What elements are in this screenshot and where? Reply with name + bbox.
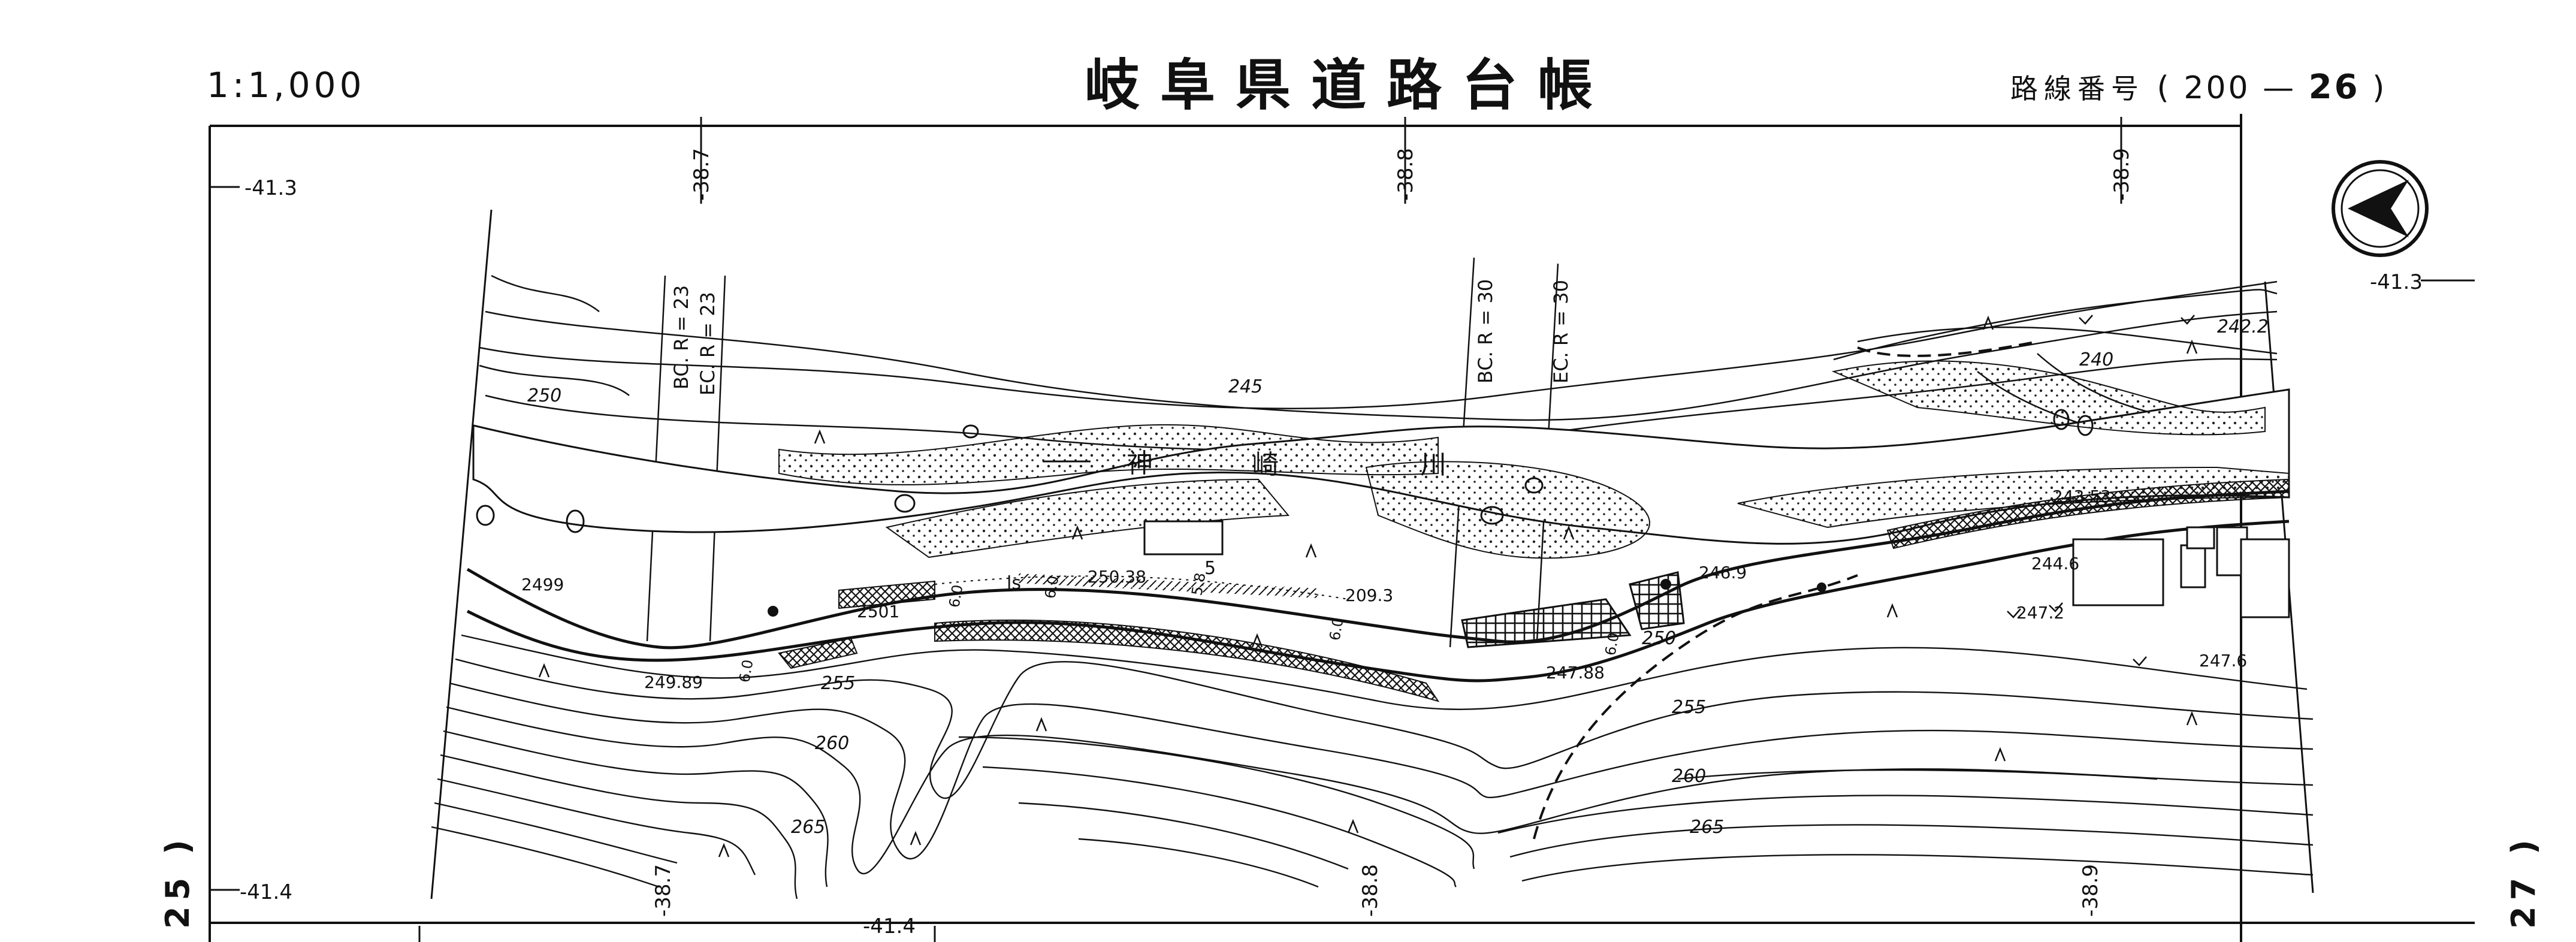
elev-250-38: 250.38 [1088,567,1146,587]
width-6: 6.0 [1602,632,1622,657]
width-3: 6.0 [1041,575,1062,600]
elev-209-3: 209.3 [1345,585,1393,605]
north-arrow-icon [2332,160,2429,257]
route-number-label: 路線番号 ( 200 — 26 ) [2010,67,2387,107]
north-bank-contours [479,274,2278,451]
building-6 [2186,526,2215,550]
width-1: 6.0 [736,659,756,684]
elev-247-6: 247.6 [2199,651,2247,671]
elev-246-9: 246.9 [1699,563,1747,582]
mark-wall: 5 [1204,558,1216,579]
width-4: 6.0 [1326,617,1346,642]
route-close-paren: ) [2372,70,2387,106]
elev-2501: 2501 [857,602,899,621]
mark-ls: ls [1007,573,1021,594]
river-name-char-2: 崎 [1252,449,1279,480]
grid-coordinates: -41.3 -41.4 -41.3 -41.4 -38.7 -38.8 -38.… [240,148,2423,938]
building-1 [1143,520,1224,555]
elev-249-89: 249.89 [644,672,703,692]
map-scale: 1:1,000 [207,65,366,105]
river-name-char-3: 川 [1420,449,1446,480]
bc-label-2: BC. R = 30 [1474,279,1497,384]
boundary-left [430,209,493,899]
ec-label-2: EC. R = 30 [1550,280,1572,384]
elev-247-2: 247.2 [2016,603,2064,623]
coord-bottom-mid: -41.4 [863,914,916,938]
buildings [1143,520,2290,618]
building-2 [2072,538,2164,606]
elev-2499: 2499 [521,575,564,594]
road-widths: 6.0 6.0 6.0 6.0 5.8 6.0 [736,572,1622,684]
contour-265-b: 265 [1690,817,1724,838]
route-open-paren: ( [2157,70,2172,106]
coord-bottom-2: -38.8 [1358,864,1382,917]
coord-top-2: -38.8 [1394,148,1418,201]
contour-250-left: 250 [527,385,561,406]
spot-elevations: 2499 2501 250.38 209.3 249.89 247.88 246… [521,487,2247,692]
coord-right-top: -41.3 [2370,270,2423,294]
width-5: 5.8 [1188,572,1209,597]
building-3 [2180,544,2206,588]
contour-240: 240 [2079,349,2113,370]
coord-bottom-3: -38.9 [2079,864,2103,917]
misc-marks: ls 5 [1007,558,1216,594]
building-5 [2240,538,2290,618]
road-prefectural-200 [466,340,2290,840]
route-label: 路線番号 [2010,73,2145,105]
ec-label-1: EC. R = 23 [696,292,719,395]
river-name: 神 崎 川 [1043,448,1446,480]
route-number: 26 [2308,68,2360,107]
north-contour-labels: 250 245 240 242.2 [527,316,2269,406]
width-2: 6.0 [946,584,966,609]
coord-top-3: -38.9 [2110,148,2134,201]
ec-line-1 [709,275,726,642]
page-title: 岐阜県道路台帳 [1085,53,1614,117]
contour-245: 245 [1228,376,1263,397]
coord-bottom-1: -38.7 [651,864,675,917]
route-dash: — [2263,70,2297,106]
bc-label-1: BC. R = 23 [670,285,693,390]
bc-line-1 [646,275,666,642]
coord-top-1: -38.7 [690,148,714,201]
coord-left-top: -41.3 [244,176,297,200]
elev-243-53: 243.53 [2052,487,2111,506]
coord-left-bottom: -41.4 [240,880,292,904]
map-frame [209,114,2475,942]
elev-244-6: 244.6 [2031,554,2079,573]
south-contour-labels: 255 255 260 260 265 265 250 [791,628,1724,838]
river-shinzaki [472,360,2290,559]
contour-265-a: 265 [791,817,825,838]
route-prefix: 200 [2184,70,2251,106]
vegetation-symbols [538,315,2198,858]
contour-255-b: 255 [1672,697,1706,718]
south-slope-contours [431,634,2314,899]
contour-260-b: 260 [1672,766,1706,787]
river-name-char-1: 神 [1127,448,1153,479]
curve-labels: BC. R = 23 EC. R = 23 BC. R = 30 EC. R =… [670,279,1572,395]
contour-250-road: 250 [1642,628,1676,649]
elev-242-2: 242.2 [2217,316,2269,337]
contour-255-a: 255 [821,673,855,694]
contour-260-a: 260 [815,733,849,754]
elev-247-88: 247.88 [1546,663,1605,683]
